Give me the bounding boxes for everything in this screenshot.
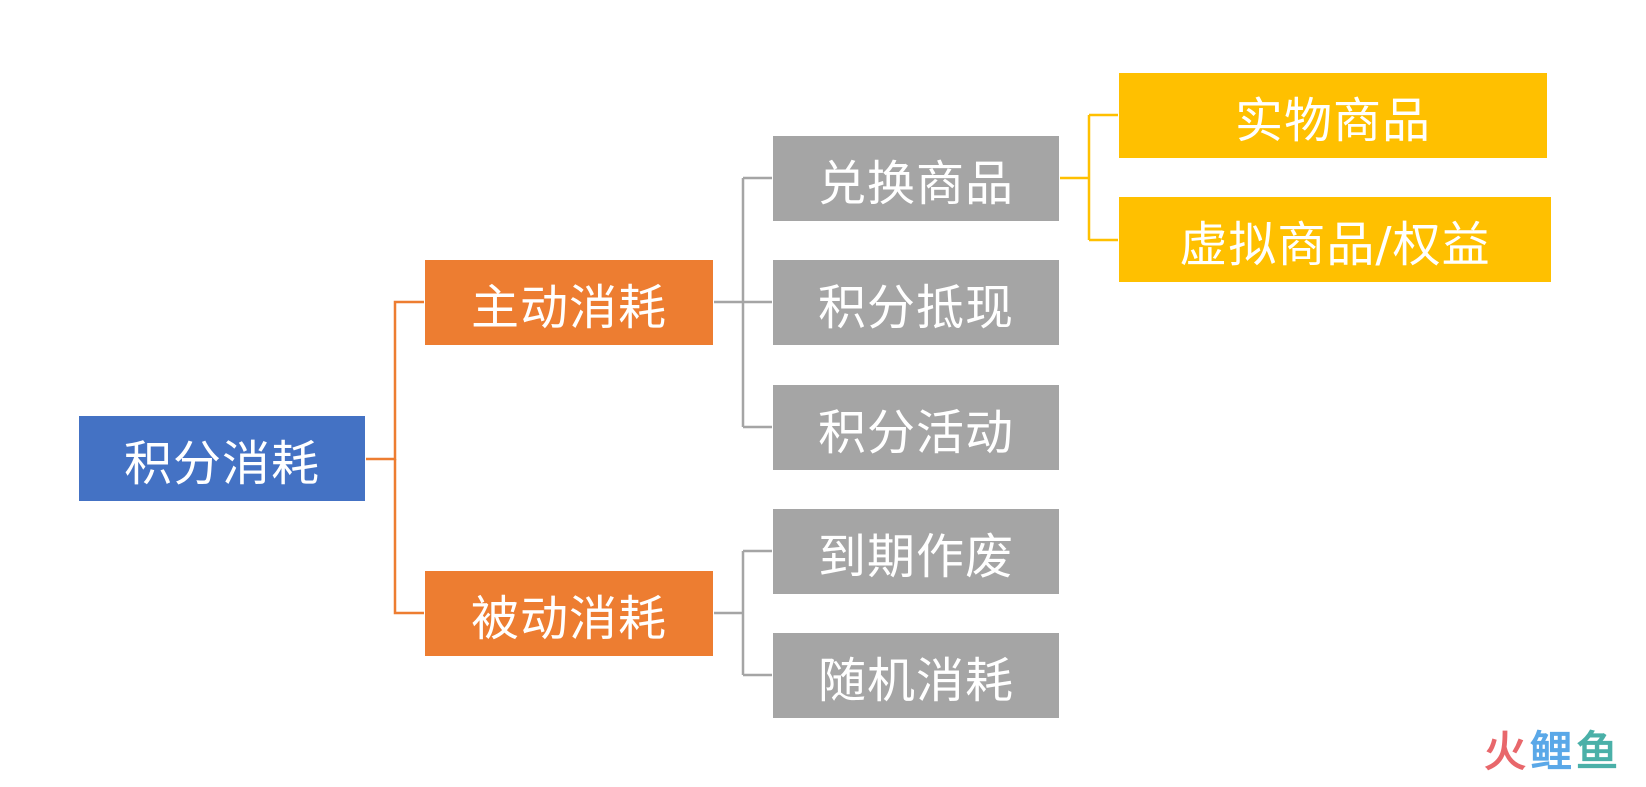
node-random-consume: 随机消耗 bbox=[773, 633, 1059, 718]
connector-root-active bbox=[366, 300, 424, 461]
watermark-char-1: 火 bbox=[1483, 727, 1528, 776]
node-redeem-goods: 兑换商品 bbox=[773, 136, 1059, 221]
level2-connectors bbox=[1060, 113, 1118, 242]
node-active-consumption: 主动消耗 bbox=[425, 260, 713, 345]
node-points-cash: 积分抵现 bbox=[773, 260, 1059, 345]
connector-root-passive bbox=[393, 459, 424, 615]
watermark-char-2: 鲤 bbox=[1529, 727, 1574, 776]
root-connectors bbox=[366, 300, 424, 615]
node-physical-goods: 实物商品 bbox=[1119, 73, 1547, 158]
node-virtual-goods: 虚拟商品/权益 bbox=[1119, 197, 1551, 282]
watermark-char-3: 鱼 bbox=[1575, 727, 1620, 776]
node-root: 积分消耗 bbox=[79, 416, 365, 501]
node-passive-consumption: 被动消耗 bbox=[425, 571, 713, 656]
node-points-activity: 积分活动 bbox=[773, 385, 1059, 470]
node-expire-void: 到期作废 bbox=[773, 509, 1059, 594]
watermark-logo: 火 鲤 鱼 bbox=[1484, 718, 1620, 779]
level1-connectors bbox=[714, 176, 772, 677]
